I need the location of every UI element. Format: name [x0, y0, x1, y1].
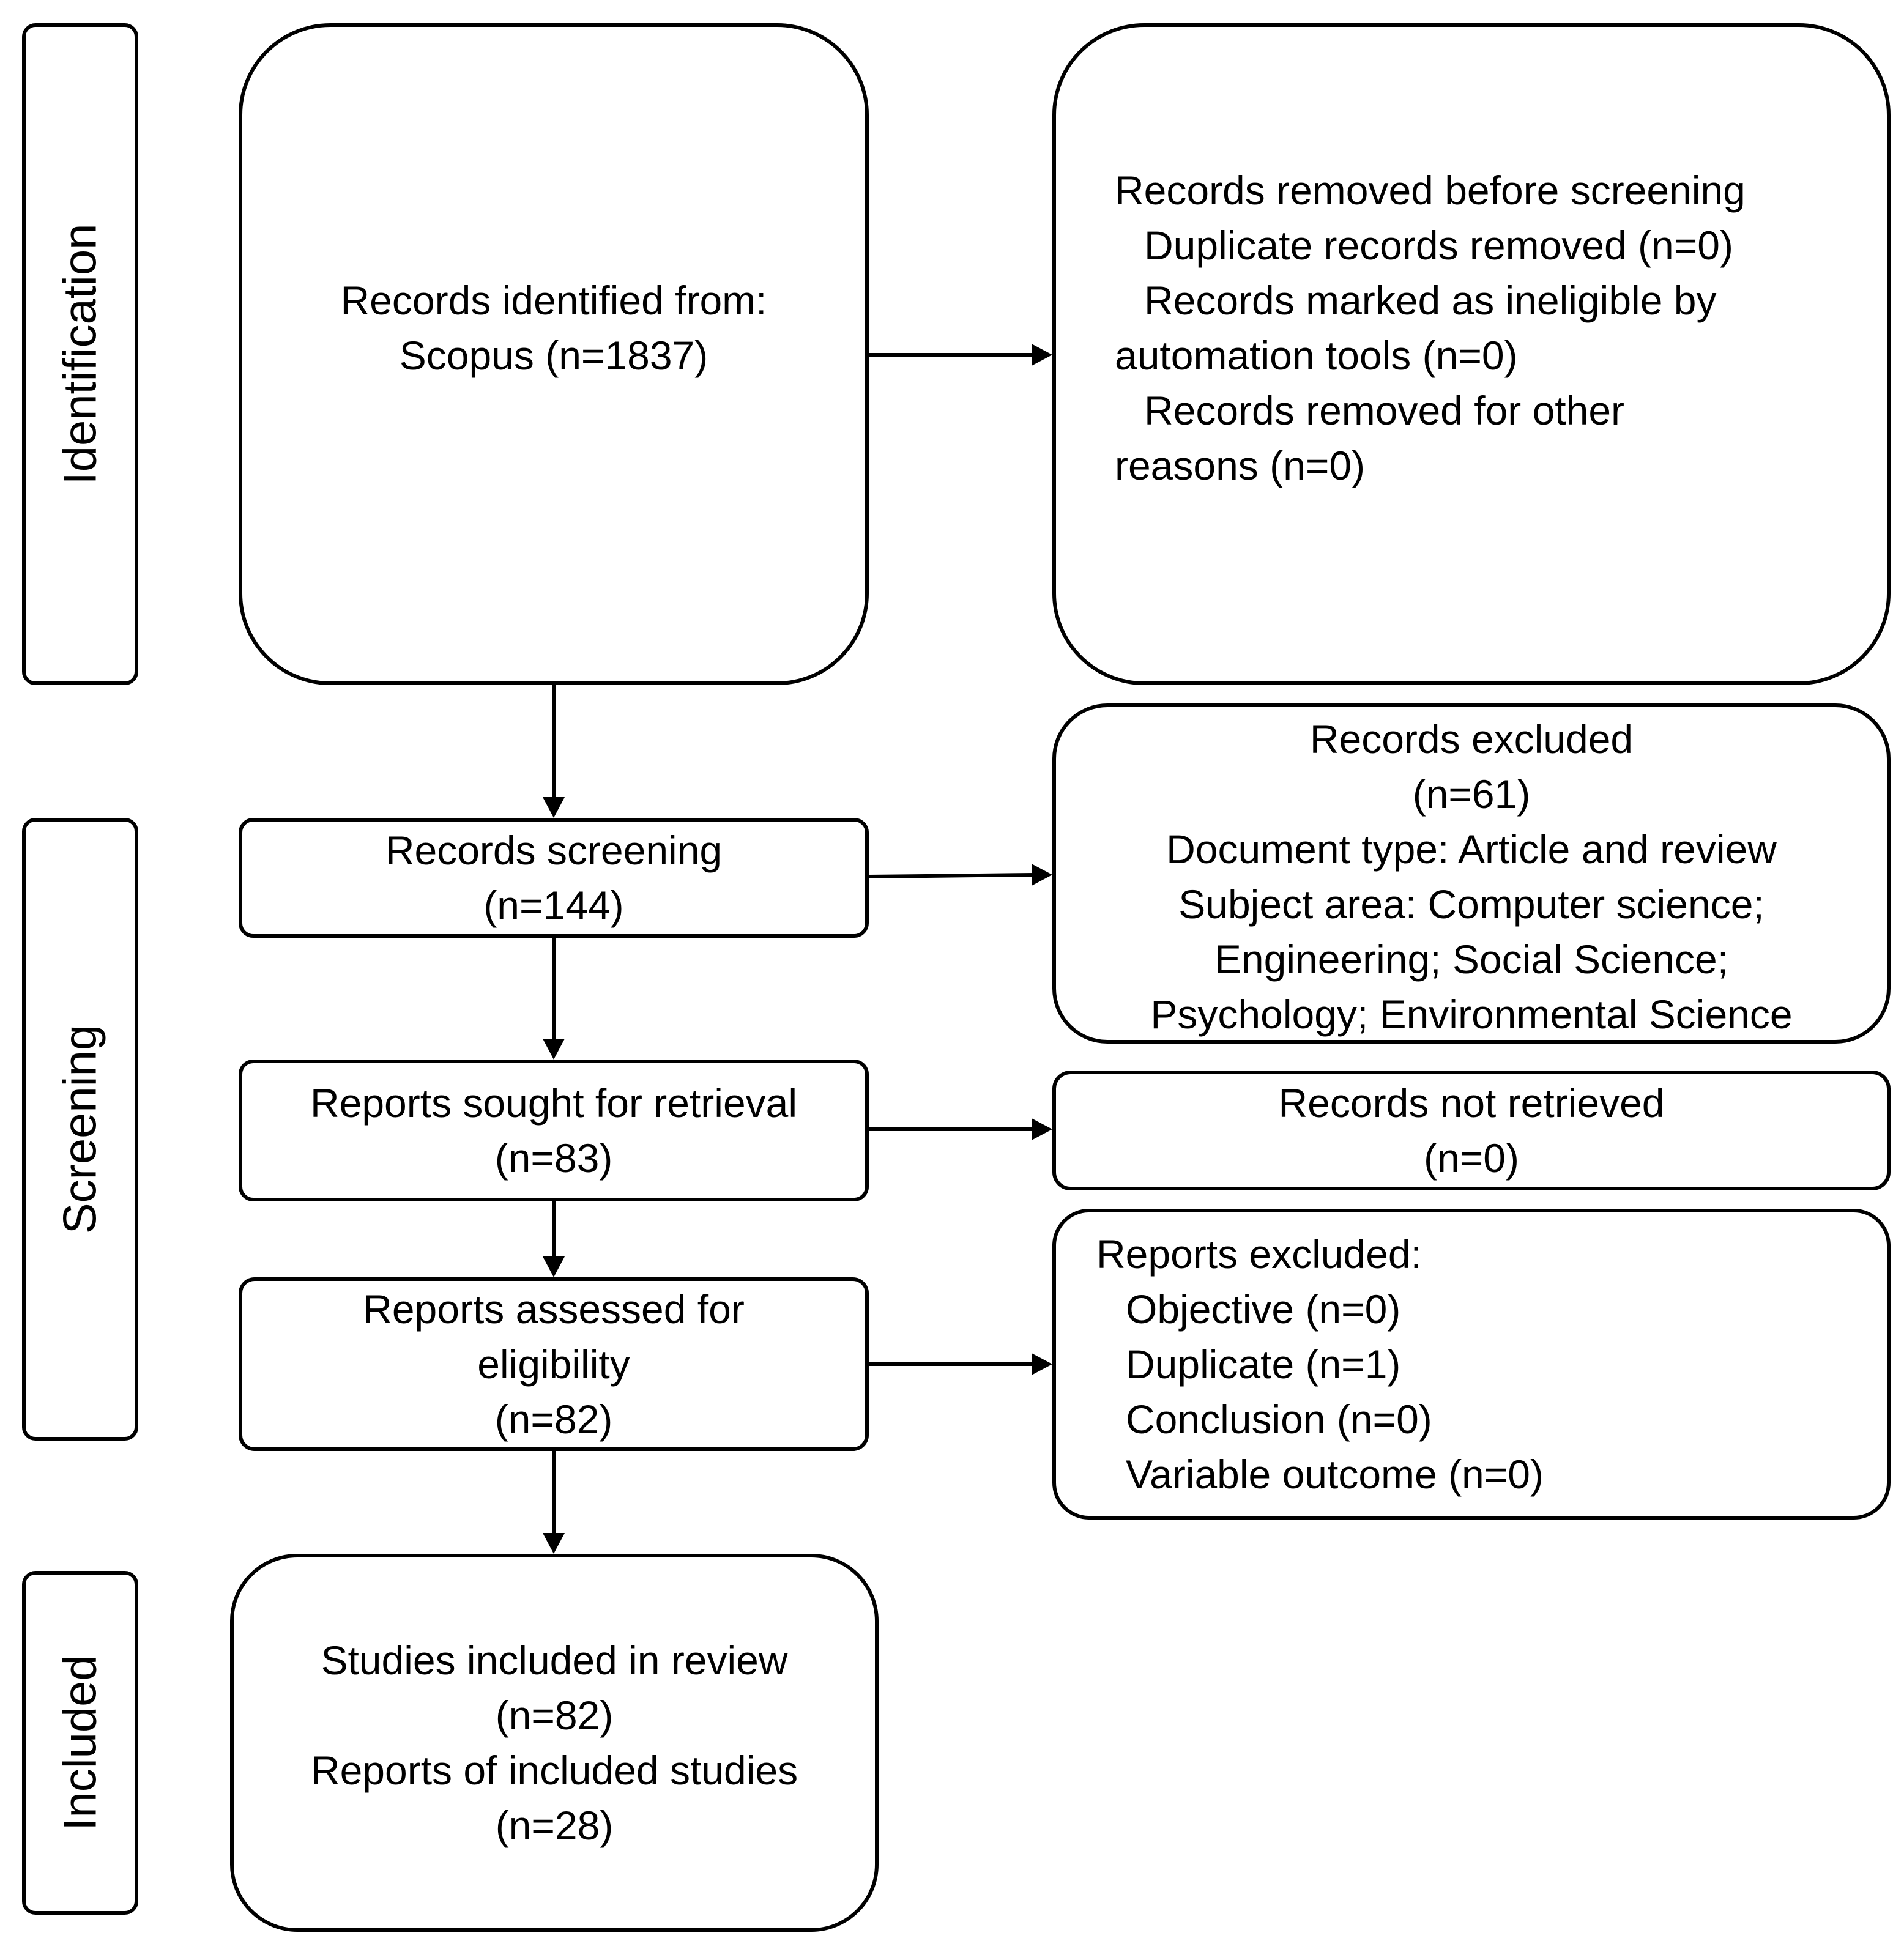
stage-included: Included [22, 1571, 138, 1915]
records-not-retrieved-line-2: (n=0) [1424, 1135, 1519, 1181]
reports-excluded-line-5: Variable outcome (n=0) [1126, 1452, 1544, 1497]
stage-identification: Identification [22, 23, 138, 685]
records-removed-line-6: reasons (n=0) [1115, 443, 1366, 489]
records-removed-line-4: automation tools (n=0) [1115, 333, 1518, 379]
records-not-retrieved-box: Records not retrieved (n=0) [1052, 1071, 1891, 1190]
records-excluded-line-6: Psychology; Environmental Science [1150, 992, 1793, 1037]
records-excluded-line-2: (n=61) [1412, 771, 1531, 817]
records-removed-line-3: Records marked as ineligible by [1144, 278, 1717, 324]
reports-excluded-line-4: Conclusion (n=0) [1126, 1397, 1432, 1442]
arrowhead-not-retrieved [1032, 1118, 1052, 1140]
reports-assessed-line-3: (n=82) [494, 1397, 613, 1442]
records-excluded-line-3: Document type: Article and review [1166, 826, 1777, 872]
records-removed-line-2: Duplicate records removed (n=0) [1144, 223, 1733, 269]
records-identified-line-1: Records identified from: [340, 278, 767, 324]
reports-assessed-line-2: eligibility [477, 1342, 630, 1387]
records-removed-line-1: Records removed before screening [1115, 168, 1746, 213]
records-excluded-line-4: Subject area: Computer science; [1178, 881, 1765, 927]
reports-excluded-line-3: Duplicate (n=1) [1126, 1342, 1401, 1387]
studies-included-line-4: (n=28) [495, 1803, 614, 1848]
arrowhead-assessed [543, 1256, 565, 1277]
reports-sought-line-1: Reports sought for retrieval [310, 1080, 798, 1126]
arrowhead-sought [543, 1039, 565, 1060]
reports-excluded-box: Reports excluded: Objective (n=0) Duplic… [1052, 1209, 1891, 1520]
records-excluded-line-5: Engineering; Social Science; [1214, 937, 1729, 982]
records-screening-line-1: Records screening [385, 828, 723, 873]
studies-included-line-1: Studies included in review [321, 1638, 788, 1683]
studies-included-box: Studies included in review (n=82) Report… [230, 1554, 879, 1932]
reports-assessed-box: Reports assessed for eligibility (n=82) [239, 1277, 869, 1451]
records-screening-box: Records screening (n=144) [239, 818, 869, 938]
stage-screening: Screening [22, 818, 138, 1441]
arrow-screening-to-excluded [868, 873, 1035, 878]
records-excluded-line-1: Records excluded [1309, 716, 1634, 762]
arrowhead-screening [543, 797, 565, 818]
studies-included-line-3: Reports of included studies [310, 1748, 798, 1793]
records-screening-line-2: (n=144) [483, 883, 624, 928]
reports-excluded-line-2: Objective (n=0) [1126, 1286, 1401, 1332]
reports-excluded-line-1: Reports excluded: [1096, 1231, 1422, 1277]
arrowhead-included [543, 1533, 565, 1554]
reports-assessed-line-1: Reports assessed for [363, 1286, 745, 1332]
records-identified-line-2: Scopus (n=1837) [399, 333, 708, 379]
records-removed-box: Records removed before screening Duplica… [1052, 23, 1891, 685]
reports-sought-box: Reports sought for retrieval (n=83) [239, 1060, 869, 1201]
records-removed-line-5: Records removed for other [1144, 388, 1625, 434]
records-identified-box: Records identified from: Scopus (n=1837) [239, 23, 869, 685]
records-not-retrieved-line-1: Records not retrieved [1278, 1080, 1665, 1126]
studies-included-line-2: (n=82) [495, 1693, 614, 1738]
reports-sought-line-2: (n=83) [494, 1135, 613, 1181]
arrowhead-reports-excluded [1032, 1353, 1052, 1375]
records-excluded-box: Records excluded (n=61) Document type: A… [1052, 703, 1891, 1044]
arrowhead-excluded [1032, 864, 1052, 886]
arrowhead-removed [1032, 344, 1052, 366]
